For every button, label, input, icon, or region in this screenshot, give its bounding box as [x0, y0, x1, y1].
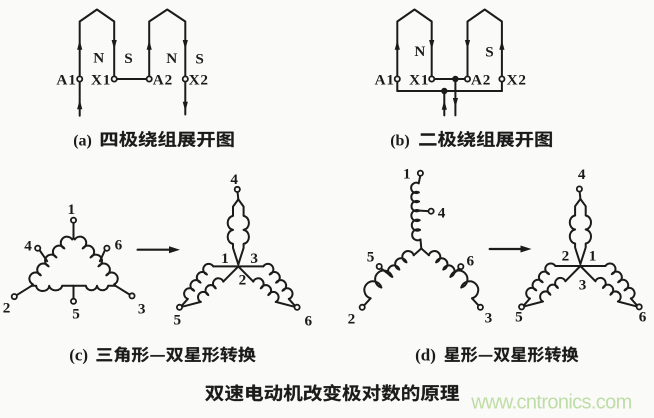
- svg-text:X1: X1: [91, 72, 111, 89]
- svg-text:X2: X2: [507, 72, 527, 89]
- svg-text:5: 5: [72, 306, 80, 323]
- svg-text:A1: A1: [375, 72, 395, 89]
- svg-text:5: 5: [515, 309, 523, 326]
- svg-text:6: 6: [467, 253, 475, 270]
- svg-text:(b): (b): [390, 133, 410, 150]
- svg-text:1: 1: [589, 248, 597, 265]
- svg-text:X1: X1: [409, 72, 429, 89]
- svg-text:www.cntronics.com: www.cntronics.com: [470, 391, 632, 413]
- svg-text:1: 1: [221, 250, 229, 267]
- svg-text:3: 3: [579, 277, 587, 294]
- svg-text:A1: A1: [56, 72, 76, 89]
- svg-text:6: 6: [115, 237, 123, 254]
- svg-text:A2: A2: [153, 72, 173, 89]
- svg-text:S: S: [124, 50, 132, 67]
- svg-text:(c): (c): [69, 345, 88, 364]
- svg-text:5: 5: [174, 312, 182, 329]
- svg-text:2: 2: [3, 300, 11, 317]
- svg-text:4: 4: [230, 171, 238, 188]
- svg-text:(a): (a): [73, 133, 92, 150]
- svg-text:N: N: [414, 43, 425, 60]
- svg-text:4: 4: [578, 166, 586, 183]
- svg-text:3: 3: [250, 250, 258, 267]
- svg-text:2: 2: [348, 311, 356, 328]
- svg-text:5: 5: [367, 249, 375, 266]
- svg-text:4: 4: [438, 205, 446, 222]
- svg-text:3: 3: [138, 301, 146, 318]
- svg-text:N: N: [93, 50, 104, 67]
- svg-text:(d): (d): [415, 345, 436, 364]
- svg-text:S: S: [195, 51, 203, 68]
- svg-text:A2: A2: [471, 72, 491, 89]
- svg-text:6: 6: [639, 309, 647, 326]
- svg-text:S: S: [485, 44, 493, 61]
- svg-text:1: 1: [403, 166, 411, 183]
- svg-text:2: 2: [239, 272, 247, 289]
- svg-text:6: 6: [305, 313, 313, 330]
- svg-text:1: 1: [68, 201, 76, 218]
- svg-text:N: N: [166, 50, 177, 67]
- svg-text:2: 2: [562, 248, 570, 265]
- svg-text:X2: X2: [189, 72, 209, 89]
- svg-text:4: 4: [24, 238, 32, 255]
- svg-text:3: 3: [485, 310, 493, 327]
